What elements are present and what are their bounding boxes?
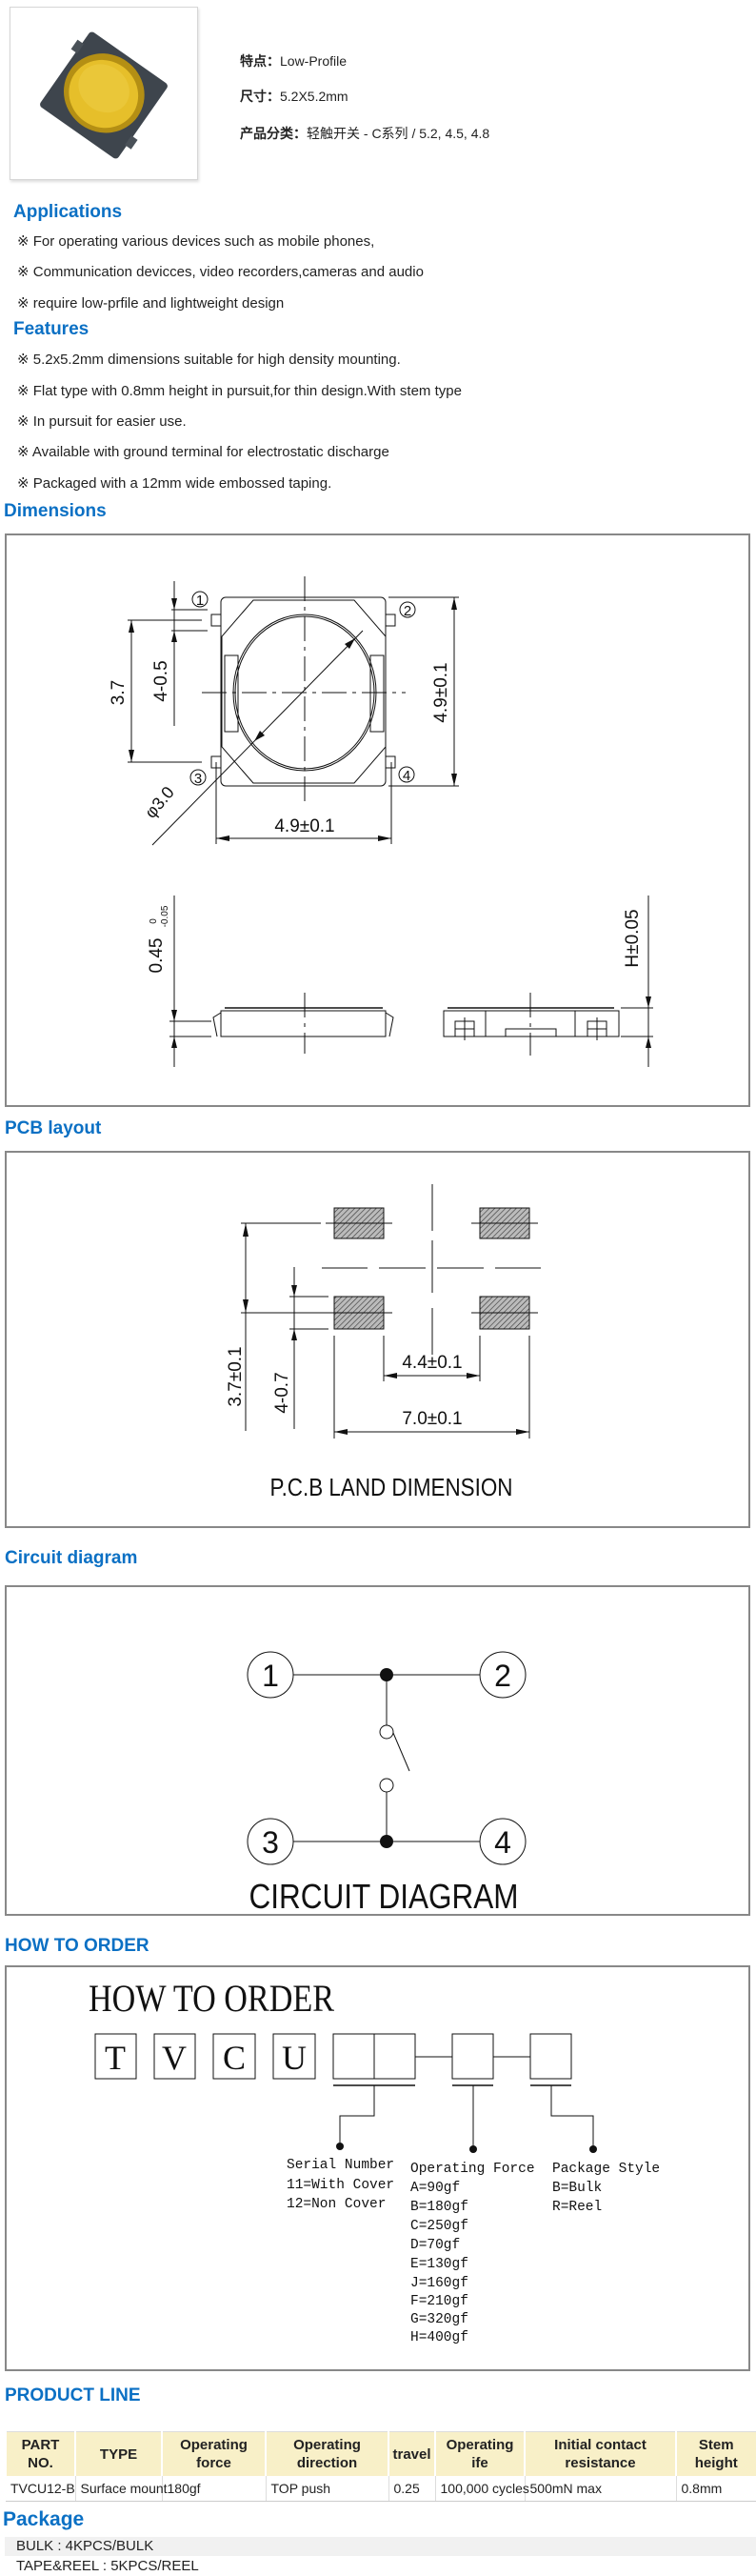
table-cell: TOP push bbox=[266, 2476, 389, 2502]
size-label: 尺寸： bbox=[240, 89, 280, 104]
table-header-row: PART NO. TYPE Operating force Operating … bbox=[5, 2431, 756, 2476]
table-cell: Surface mount bbox=[75, 2476, 168, 2502]
table-cell: 0.8mm bbox=[676, 2476, 756, 2502]
package-item-bulk: BULK : 4KPCS/BULK bbox=[5, 2537, 756, 2556]
package-item-tape-reel: TAPE&REEL : 5KPCS/REEL bbox=[16, 2558, 199, 2574]
product-image bbox=[10, 7, 198, 180]
category-label: 产品分类： bbox=[240, 126, 307, 141]
product-line-heading: PRODUCT LINE bbox=[5, 2385, 141, 2405]
column-header: PART NO. bbox=[5, 2431, 76, 2476]
table-cell: 180gf bbox=[162, 2476, 267, 2502]
circuit-diagram-heading: Circuit diagram bbox=[5, 1548, 138, 1568]
product-line-table: PART NO. TYPE Operating force Operating … bbox=[5, 2431, 756, 2502]
pcb-layout-heading: PCB layout bbox=[5, 1118, 102, 1138]
feature-item: ※ Packaged with a 12mm wide embossed tap… bbox=[17, 475, 332, 492]
column-header: Operating direction bbox=[265, 2431, 389, 2476]
column-header: Initial contact resistance bbox=[524, 2431, 677, 2476]
application-item: ※ Communication devicces, video recorder… bbox=[17, 264, 424, 280]
features-line: 特点：Low-Profile bbox=[240, 51, 347, 70]
tact-switch-photo bbox=[40, 31, 168, 159]
column-header: Operating ife bbox=[434, 2431, 526, 2476]
column-header: Stem height bbox=[675, 2431, 756, 2476]
pcb-layout-box bbox=[5, 1151, 750, 1528]
category-line: 产品分类：轻触开关 - C系列 / 5.2, 4.5, 4.8 bbox=[240, 124, 489, 143]
table-cell: TVCU12-B bbox=[6, 2476, 76, 2502]
features-heading: Features bbox=[13, 319, 90, 339]
feature-item: ※ Flat type with 0.8mm height in pursuit… bbox=[17, 383, 462, 399]
table-row: TVCU12-B Surface mount 180gf TOP push 0.… bbox=[6, 2476, 756, 2502]
column-header: TYPE bbox=[74, 2431, 163, 2476]
dimensions-heading: Dimensions bbox=[4, 501, 107, 521]
application-item: ※ require low-prfile and lightweight des… bbox=[17, 295, 285, 312]
features-label: 特点： bbox=[240, 53, 280, 69]
how-to-order-heading: HOW TO ORDER bbox=[5, 1936, 149, 1956]
features-value: Low-Profile bbox=[280, 53, 348, 69]
column-header: travel bbox=[388, 2431, 436, 2476]
size-line: 尺寸：5.2X5.2mm bbox=[240, 87, 348, 106]
circuit-diagram-box bbox=[5, 1585, 750, 1916]
category-value: 轻触开关 - C系列 / 5.2, 4.5, 4.8 bbox=[307, 126, 490, 141]
feature-item: ※ In pursuit for easier use. bbox=[17, 413, 187, 430]
package-heading: Package bbox=[3, 2508, 85, 2530]
application-item: ※ For operating various devices such as … bbox=[17, 233, 375, 250]
applications-heading: Applications bbox=[13, 202, 123, 222]
table-cell: 100,000 cycles bbox=[435, 2476, 529, 2502]
dimensions-drawing-box bbox=[5, 533, 750, 1107]
feature-item: ※ Available with ground terminal for ele… bbox=[17, 444, 389, 460]
table-cell: 0.25 bbox=[388, 2476, 436, 2502]
feature-item: ※ 5.2x5.2mm dimensions suitable for high… bbox=[17, 352, 401, 368]
column-header: Operating force bbox=[161, 2431, 267, 2476]
how-to-order-box bbox=[5, 1965, 750, 2371]
size-value: 5.2X5.2mm bbox=[280, 89, 348, 104]
table-cell: 500mN max bbox=[525, 2476, 677, 2502]
